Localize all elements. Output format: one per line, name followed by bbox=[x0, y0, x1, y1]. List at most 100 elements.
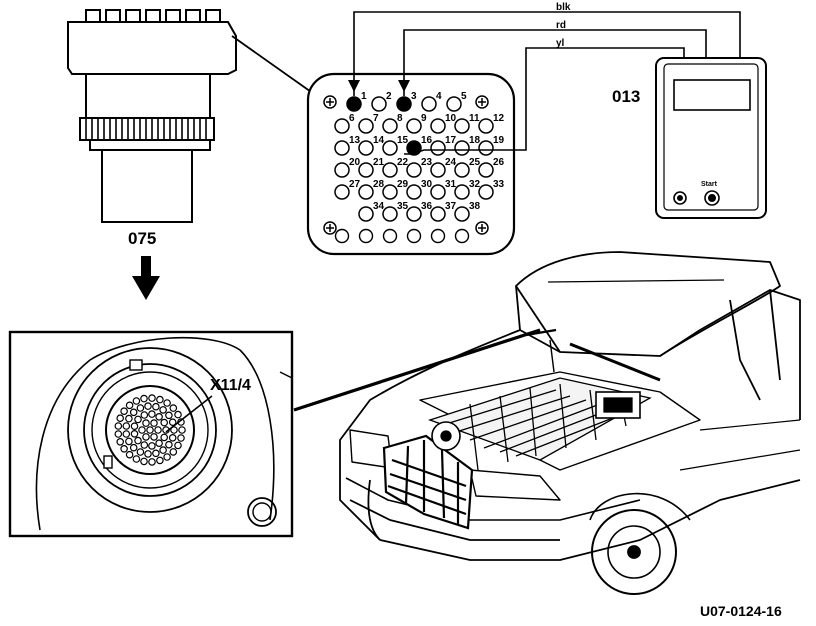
inset-pin bbox=[132, 455, 141, 463]
connector-pin-32 bbox=[454, 184, 470, 200]
inset-pin bbox=[129, 443, 138, 452]
connector-pin-14 bbox=[358, 140, 374, 156]
connector-pin-label-28: 28 bbox=[373, 179, 385, 190]
adapter-label: 075 bbox=[128, 229, 157, 248]
connector-hole bbox=[334, 228, 350, 244]
inset-pin bbox=[142, 419, 150, 427]
inset-pin bbox=[130, 429, 139, 438]
adapter-teeth bbox=[85, 9, 221, 23]
connector-pin-label-12: 12 bbox=[493, 113, 505, 124]
inset-pin bbox=[136, 448, 145, 456]
inset-pin bbox=[174, 410, 182, 419]
inset-pin bbox=[116, 437, 125, 446]
inset-pin bbox=[144, 450, 152, 458]
connector-pin-25 bbox=[454, 162, 470, 178]
inset-pin bbox=[154, 426, 162, 434]
connector-pin-34 bbox=[358, 206, 374, 222]
wire-label-3: yl bbox=[556, 38, 565, 49]
connector-pin-12 bbox=[478, 118, 494, 134]
inset-pin bbox=[140, 394, 148, 403]
connector-pin-label-11: 11 bbox=[469, 113, 480, 124]
connector-pin-20 bbox=[334, 162, 350, 178]
inset-pin bbox=[116, 414, 125, 423]
inset-pin bbox=[168, 433, 177, 442]
adapter-075 bbox=[67, 9, 315, 223]
inset-pin bbox=[134, 436, 142, 445]
connector-pin-1 bbox=[346, 96, 362, 112]
connector-pin-label-19: 19 bbox=[493, 135, 505, 146]
inset-pin bbox=[125, 401, 134, 410]
connector-pin-label-4: 4 bbox=[436, 91, 442, 102]
connector-hole bbox=[430, 228, 446, 244]
connector-pin-label-23: 23 bbox=[421, 157, 433, 168]
connector-pin-11 bbox=[454, 118, 470, 134]
inset-pin bbox=[155, 439, 163, 448]
connector-pin-label-26: 26 bbox=[493, 157, 505, 168]
connector-pin-label-31: 31 bbox=[445, 179, 457, 190]
connector-pin-label-37: 37 bbox=[445, 201, 457, 212]
inset-pin bbox=[168, 418, 177, 427]
inset-pin bbox=[125, 450, 134, 459]
inset-pin bbox=[150, 419, 158, 427]
connector-pin-label-34: 34 bbox=[373, 201, 385, 212]
connector-pin-label-17: 17 bbox=[445, 135, 457, 146]
connector-pin-label-8: 8 bbox=[397, 113, 403, 124]
inset-pin bbox=[134, 415, 142, 424]
connector-pin-37 bbox=[430, 206, 446, 222]
connector-pin-17 bbox=[430, 140, 446, 156]
engine-block bbox=[427, 377, 652, 471]
connector-pin-label-20: 20 bbox=[349, 157, 361, 168]
inset-pin bbox=[159, 446, 167, 454]
inset-pin bbox=[152, 449, 160, 458]
connector-pin-label-35: 35 bbox=[397, 201, 409, 212]
connector-pin-label-3: 3 bbox=[411, 91, 417, 102]
connector-pin-label-9: 9 bbox=[421, 113, 427, 124]
connector-pin-31 bbox=[430, 184, 446, 200]
inset-pin bbox=[169, 404, 178, 412]
connector-pin-2 bbox=[371, 96, 387, 112]
inset-pin bbox=[120, 407, 128, 416]
connector-pin-label-24: 24 bbox=[445, 157, 457, 168]
connector-pin-10 bbox=[430, 118, 446, 134]
connector-pin-label-29: 29 bbox=[397, 179, 409, 190]
connector-pin-23 bbox=[406, 162, 422, 178]
inset-pin bbox=[177, 434, 185, 442]
connector-hole bbox=[406, 228, 422, 244]
connector-pin-19 bbox=[478, 140, 494, 156]
connector-pin-label-15: 15 bbox=[397, 135, 409, 146]
inset-pin bbox=[148, 442, 156, 450]
inset-pin bbox=[114, 422, 123, 430]
figure-code: U07-0124-16 bbox=[700, 603, 782, 619]
inset-pin bbox=[136, 404, 145, 412]
wire-arrows bbox=[348, 80, 410, 92]
wire-label-2: rd bbox=[556, 20, 566, 31]
connector-pin-22 bbox=[382, 162, 398, 178]
connector-pin-18 bbox=[454, 140, 470, 156]
connector-pin-30 bbox=[406, 184, 422, 200]
inset-pin bbox=[174, 441, 182, 450]
inset-pin bbox=[160, 418, 169, 427]
connector-pin-8 bbox=[382, 118, 398, 134]
inset-pin bbox=[156, 395, 164, 404]
tester-display bbox=[673, 79, 751, 111]
test-leads bbox=[353, 11, 741, 155]
tester-start-button[interactable] bbox=[704, 190, 720, 206]
inset-pin bbox=[132, 397, 141, 405]
wire-label-1: blk bbox=[556, 2, 571, 13]
connector-pin-7 bbox=[358, 118, 374, 134]
inset-pin bbox=[156, 456, 164, 465]
connector-pin-label-27: 27 bbox=[349, 179, 361, 190]
connector-pin-4 bbox=[421, 96, 437, 112]
connector-pin-label-36: 36 bbox=[421, 201, 433, 212]
adapter-knurl bbox=[85, 118, 207, 140]
inset-pin bbox=[163, 453, 171, 461]
inset-pin bbox=[122, 422, 131, 430]
connector-hole bbox=[454, 228, 470, 244]
inset-pin bbox=[148, 458, 156, 466]
connector-pin-15 bbox=[382, 140, 398, 156]
down-arrow-icon bbox=[132, 256, 160, 300]
connector-pin-label-32: 32 bbox=[469, 179, 481, 190]
radiator-grille bbox=[382, 434, 474, 530]
